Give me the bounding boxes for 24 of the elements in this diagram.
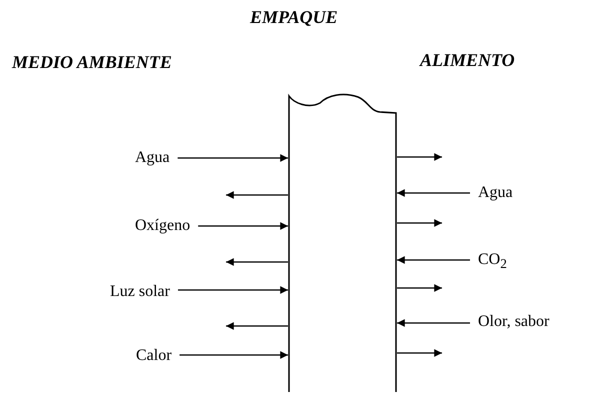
arrow [397, 153, 442, 161]
arrow [180, 351, 288, 359]
arrow [178, 286, 288, 294]
arrow [397, 349, 442, 357]
wall-heading: EMPAQUE [250, 7, 338, 28]
arrow [178, 154, 288, 162]
arrow [226, 322, 288, 330]
substance-label: Agua [135, 148, 170, 168]
arrow [226, 191, 288, 199]
substance-label: Olor, sabor [478, 312, 550, 332]
arrow [397, 319, 470, 327]
substance-label: Luz solar [110, 282, 170, 302]
region-heading: ALIMENTO [420, 50, 515, 71]
arrow [397, 256, 470, 264]
arrow [198, 222, 288, 230]
substance-label: CO$_{2}$ [478, 250, 507, 274]
arrow [397, 189, 470, 197]
substance-label: Calor [136, 346, 172, 366]
region-heading: MEDIO AMBIENTE [12, 52, 172, 73]
arrow [226, 258, 288, 266]
arrow [397, 284, 442, 292]
substance-label: Agua [478, 183, 513, 203]
substance-label: Oxígeno [135, 216, 190, 236]
arrow [397, 219, 442, 227]
